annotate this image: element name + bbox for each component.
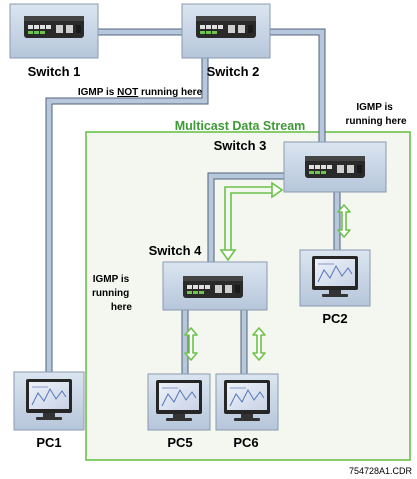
network-switch-icon	[305, 156, 365, 178]
igmp-not-prefix: IGMP is	[78, 87, 117, 98]
pc-6-label: PC6	[233, 435, 258, 450]
cable-switch4-pc5	[181, 307, 189, 376]
pc-5[interactable]	[147, 373, 211, 431]
network-switch-icon	[24, 16, 84, 38]
cable-switch1-switch2	[97, 28, 183, 36]
switch-2[interactable]	[181, 3, 271, 59]
igmp-line-2: running	[92, 288, 129, 299]
pc-1-label: PC1	[36, 435, 61, 450]
igmp-not-suffix: running here	[138, 87, 202, 98]
switch-1-label: Switch 1	[28, 64, 81, 79]
igmp-line-3: here	[111, 302, 133, 313]
figure-code: 754728A1.CDR	[349, 466, 413, 476]
pc-2-label: PC2	[322, 311, 347, 326]
pc-6[interactable]	[215, 373, 279, 431]
pc-2[interactable]	[299, 249, 371, 307]
igmp-running-switch4-note: IGMP is running here	[92, 274, 132, 313]
stream-path-switch3-to-switch4	[219, 181, 284, 262]
igmp-line-1: IGMP is	[356, 102, 393, 113]
igmp-line-1: IGMP is	[93, 274, 130, 285]
igmp-line-2: running here	[345, 116, 407, 127]
network-switch-icon	[183, 276, 243, 298]
switch-3[interactable]	[283, 141, 387, 193]
cable-switch3-pc2	[333, 189, 341, 251]
igmp-not-word: NOT	[117, 87, 138, 98]
switch-4[interactable]	[162, 261, 268, 311]
igmp-running-switch3-note: IGMP is running here	[345, 102, 407, 127]
pc-1[interactable]	[13, 371, 85, 431]
switch-4-label: Switch 4	[149, 243, 203, 258]
igmp-not-running-note: IGMP is NOT running here	[78, 87, 203, 98]
pc-5-label: PC5	[167, 435, 192, 450]
switch-1[interactable]	[9, 3, 99, 59]
multicast-stream-title: Multicast Data Stream	[175, 119, 306, 133]
switch-2-label: Switch 2	[207, 64, 260, 79]
arrow-head-down	[219, 249, 237, 262]
network-switch-icon	[196, 16, 256, 38]
switch-3-label: Switch 3	[214, 138, 267, 153]
arrow-head-right	[271, 181, 284, 199]
cable-switch4-pc6	[240, 307, 248, 376]
